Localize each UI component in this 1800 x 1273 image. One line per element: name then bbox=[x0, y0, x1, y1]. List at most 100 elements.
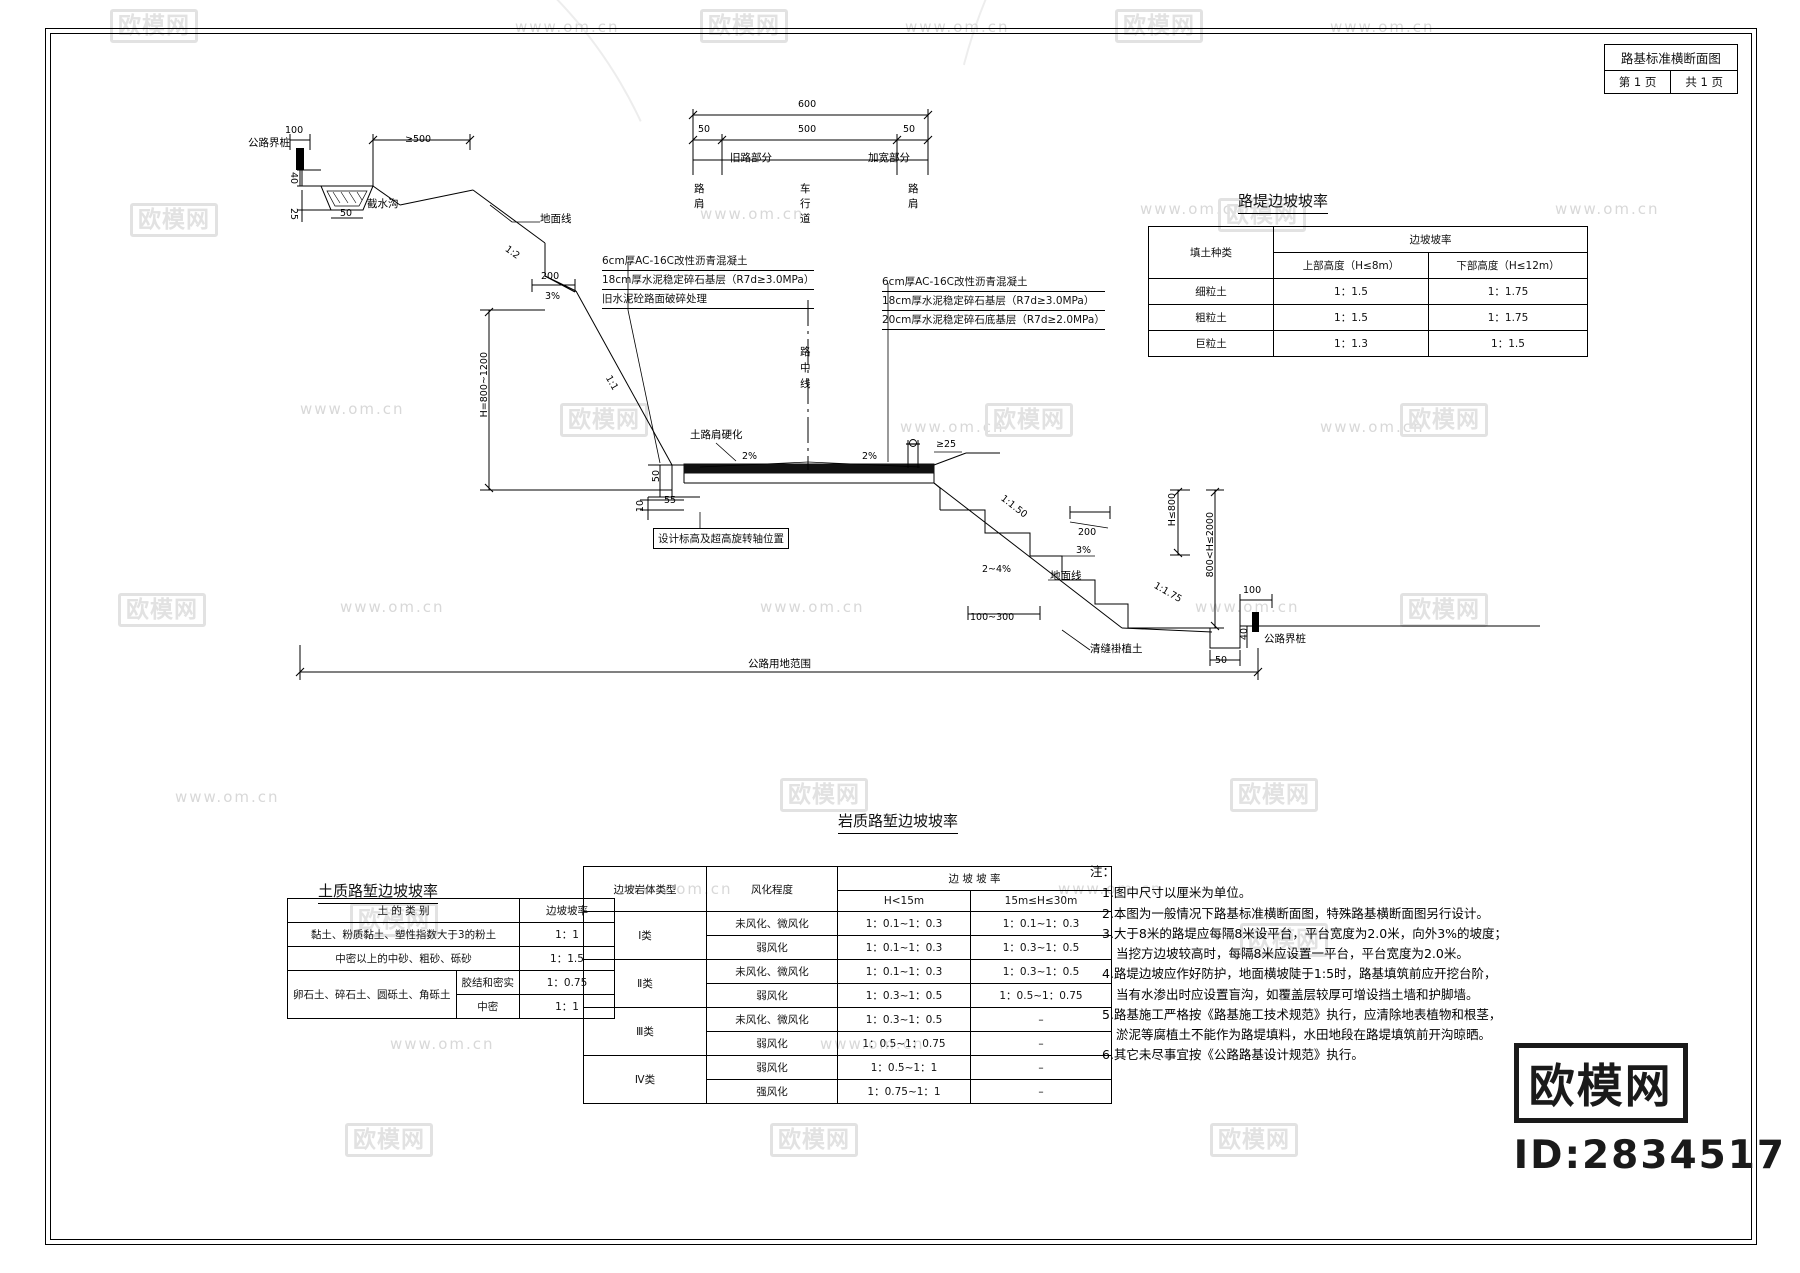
label-widening-part: 加宽部分 bbox=[868, 152, 910, 164]
page-number: 第 1 页 bbox=[1618, 75, 1657, 89]
cell-lower: 1：1.75 bbox=[1428, 304, 1588, 331]
pavement-left-line-2: 18cm厚水泥稳定碎石基层（R7d≥3.0MPa） bbox=[602, 271, 815, 290]
cross-slope-right: 2% bbox=[862, 451, 878, 462]
table-row: 粗粒土 1：1.5 1：1.75 bbox=[1148, 304, 1588, 331]
label-intercept-ditch: 截水沟 bbox=[367, 198, 399, 210]
table-row: Ⅱ类 未风化、微风化 1：0.1~1：0.3 1：0.3~1：0.5 bbox=[583, 959, 1112, 1008]
cell-upper: 1：1.5 bbox=[1273, 278, 1429, 305]
col-weathering: 风化程度 bbox=[706, 866, 838, 912]
notes-heading: 注： bbox=[1090, 864, 1116, 879]
pavement-structure-right: 6cm厚AC-16C改性沥青混凝土 18cm厚水泥稳定碎石基层（R7d≥3.0M… bbox=[882, 273, 1105, 330]
dim-h-range-right: 800<H≤2000 bbox=[1205, 512, 1216, 578]
cell-h1: 1：0.75~1：1 bbox=[837, 1079, 971, 1104]
dim-25: 25 bbox=[287, 208, 299, 221]
note-item: 1.图中尺寸以厘米为单位。 bbox=[1102, 885, 1252, 901]
cell-upper: 1：1.5 bbox=[1273, 304, 1429, 331]
label-shoulder-right: 路肩 bbox=[908, 183, 919, 211]
cell-slope-rate: 1：1 bbox=[519, 922, 615, 947]
dim-bench-100-300: 100~300 bbox=[970, 612, 1015, 623]
cell-h2: 1：0.3~1：0.5 bbox=[970, 959, 1112, 984]
cell-soil-kind: 卵石土、碎石土、圆砾土、角砾土 bbox=[287, 970, 457, 1019]
dim-10-edge: 10 bbox=[635, 500, 646, 513]
note-subline: 淤泥等腐植土不能作为路堤填料，水田地段在路堤填筑前开沟晾晒。 bbox=[1116, 1027, 1492, 1042]
total-pages: 共 1 页 bbox=[1670, 71, 1737, 93]
cell-lower: 1：1.5 bbox=[1428, 330, 1588, 357]
cell-h1: 1：0.1~1：0.3 bbox=[837, 959, 971, 984]
bench-slope-2to4: 2~4% bbox=[982, 564, 1012, 575]
cell-h2: 1：0.3~1：0.5 bbox=[970, 935, 1112, 960]
pavement-left-line-3: 旧水泥砼路面破碎处理 bbox=[602, 290, 815, 309]
dim-100-left: 100 bbox=[285, 125, 304, 136]
cell-soil-kind: 中密以上的中砂、粗砂、砾砂 bbox=[287, 946, 520, 971]
label-lane: 车行道 bbox=[800, 183, 811, 226]
rock-cut-slope-table: 边坡岩体类型 风化程度 边 坡 坡 率 H<15m 15m≤H≤30m Ⅰ类 未… bbox=[583, 866, 1112, 1104]
dim-50-right: 50 bbox=[1215, 655, 1228, 666]
dim-40: 40 bbox=[287, 172, 299, 185]
dim-h-range-left: H=800~1200 bbox=[479, 352, 490, 418]
note-item: 3.大于8米的路堤应每隔8米设平台，平台宽度为2.0米，向外3%的坡度； bbox=[1102, 925, 1508, 941]
col-group-slope-rate: 边 坡 坡 率 bbox=[837, 866, 1112, 891]
col-lower-height: 下部高度（H≤12m） bbox=[1428, 252, 1588, 279]
cell-weathering: 未风化、微风化 bbox=[706, 1007, 838, 1032]
col-h-lt-15: H<15m bbox=[837, 890, 971, 912]
label-boundary-stake-left: 公路界桩 bbox=[248, 137, 290, 149]
sheet-border-outer bbox=[45, 28, 1757, 1245]
dim-top-right-50: 50 bbox=[903, 124, 916, 135]
note-item: 5.路基施工严格按《路基施工技术规范》执行，应清除地表植物和根茎， bbox=[1102, 1006, 1502, 1022]
site-logo-text: 欧模网 bbox=[1513, 1043, 1688, 1123]
label-land-use-range: 公路用地范围 bbox=[748, 658, 811, 670]
dim-top-left-50: 50 bbox=[698, 124, 711, 135]
dim-500-left: ≥500 bbox=[405, 134, 432, 145]
label-road-centerline: 路中线 bbox=[800, 346, 811, 390]
cell-h1: 1：0.5~1：1 bbox=[837, 1055, 971, 1080]
table-row: 卵石土、碎石土、圆砾土、角砾土 胶结和密实 1：0.75 bbox=[287, 970, 615, 1019]
cell-rock-type: Ⅳ类 bbox=[583, 1055, 707, 1104]
label-boundary-stake-right: 公路界桩 bbox=[1264, 633, 1306, 645]
dim-55-edge: 55 bbox=[664, 495, 677, 506]
label-ground-line-right: 地面线 bbox=[1050, 570, 1082, 582]
rock-table-title: 岩质路堑边坡坡率 bbox=[838, 810, 959, 834]
cell-h2: 1：0.1~1：0.3 bbox=[970, 911, 1112, 936]
cell-soil-density: 中密 bbox=[455, 994, 520, 1019]
cell-weathering: 未风化、微风化 bbox=[706, 959, 838, 984]
note-item: 6.其它未尽事宜按《公路路基设计规范》执行。 bbox=[1102, 1047, 1364, 1063]
label-shoulder-left: 路肩 bbox=[694, 183, 705, 211]
cell-slope-rate: 1：1.5 bbox=[519, 946, 615, 971]
cell-upper: 1：1.3 bbox=[1273, 330, 1429, 357]
cell-slope-rate: 1：1 bbox=[519, 994, 615, 1019]
pavement-right-line-3: 20cm厚水泥稳定碎石底基层（R7d≥2.0MPa） bbox=[882, 311, 1105, 330]
dim-50-edge: 50 bbox=[651, 470, 662, 483]
cell-h2: – bbox=[970, 1031, 1112, 1056]
cell-h1: 1：0.3~1：0.5 bbox=[837, 1007, 971, 1032]
table-row: 强风化 1：0.75~1：1 – bbox=[584, 1079, 1112, 1104]
table-header-row: 填土种类 边坡坡率 bbox=[1148, 226, 1588, 279]
cell-slope-rate: 1：0.75 bbox=[519, 970, 615, 995]
note-subline: 当有水渗出时应设置盲沟，如覆盖层较厚可增设挡土墙和护脚墙。 bbox=[1116, 986, 1479, 1002]
dim-top-mid-500: 500 bbox=[798, 124, 817, 135]
pavement-right-line-2: 18cm厚水泥稳定碎石基层（R7d≥3.0MPa） bbox=[882, 292, 1105, 311]
col-slope-rate: 边坡坡率 bbox=[519, 898, 615, 923]
site-branding: 欧模网 ID:2834517 bbox=[1513, 1043, 1786, 1178]
table-row: Ⅰ类 未风化、微风化 1：0.1~1：0.3 1：0.1~1：0.3 bbox=[583, 911, 1112, 960]
notes-block: 注： 1.图中尺寸以厘米为单位。 2.本图为一般情况下路基标准横断面图，特殊路基… bbox=[1090, 862, 1507, 1066]
note-item: 2.本图为一般情况下路基标准横断面图，特殊路基横断面图另行设计。 bbox=[1102, 905, 1489, 921]
dim-100-right: 100 bbox=[1243, 585, 1262, 596]
cell-fill-type: 粗粒土 bbox=[1148, 304, 1274, 331]
col-soil-kind: 土 的 类 别 bbox=[287, 898, 520, 923]
cell-weathering: 弱风化 bbox=[706, 1055, 838, 1080]
table-row: 中密 1：1 bbox=[288, 994, 615, 1019]
table-row: Ⅳ类 弱风化 1：0.5~1：1 – bbox=[583, 1055, 1112, 1104]
col-upper-height: 上部高度（H≤8m） bbox=[1273, 252, 1429, 279]
label-shoulder-hardening: 土路肩硬化 bbox=[690, 429, 743, 441]
table-subheader-row: H<15m 15m≤H≤30m bbox=[584, 890, 1112, 912]
cell-soil-density: 胶结和密实 bbox=[455, 970, 520, 995]
cell-fill-type: 巨粒土 bbox=[1148, 330, 1274, 357]
cell-weathering: 强风化 bbox=[706, 1079, 838, 1104]
dim-50-ditch: 50 bbox=[340, 208, 353, 219]
dim-200-right: 200 bbox=[1078, 527, 1097, 538]
slope-3pct-right: 3% bbox=[1076, 545, 1092, 556]
title-block: 路基标准横断面图 第 1 页 共 1 页 bbox=[1603, 44, 1738, 94]
slope-3pct-left: 3% bbox=[545, 291, 561, 302]
